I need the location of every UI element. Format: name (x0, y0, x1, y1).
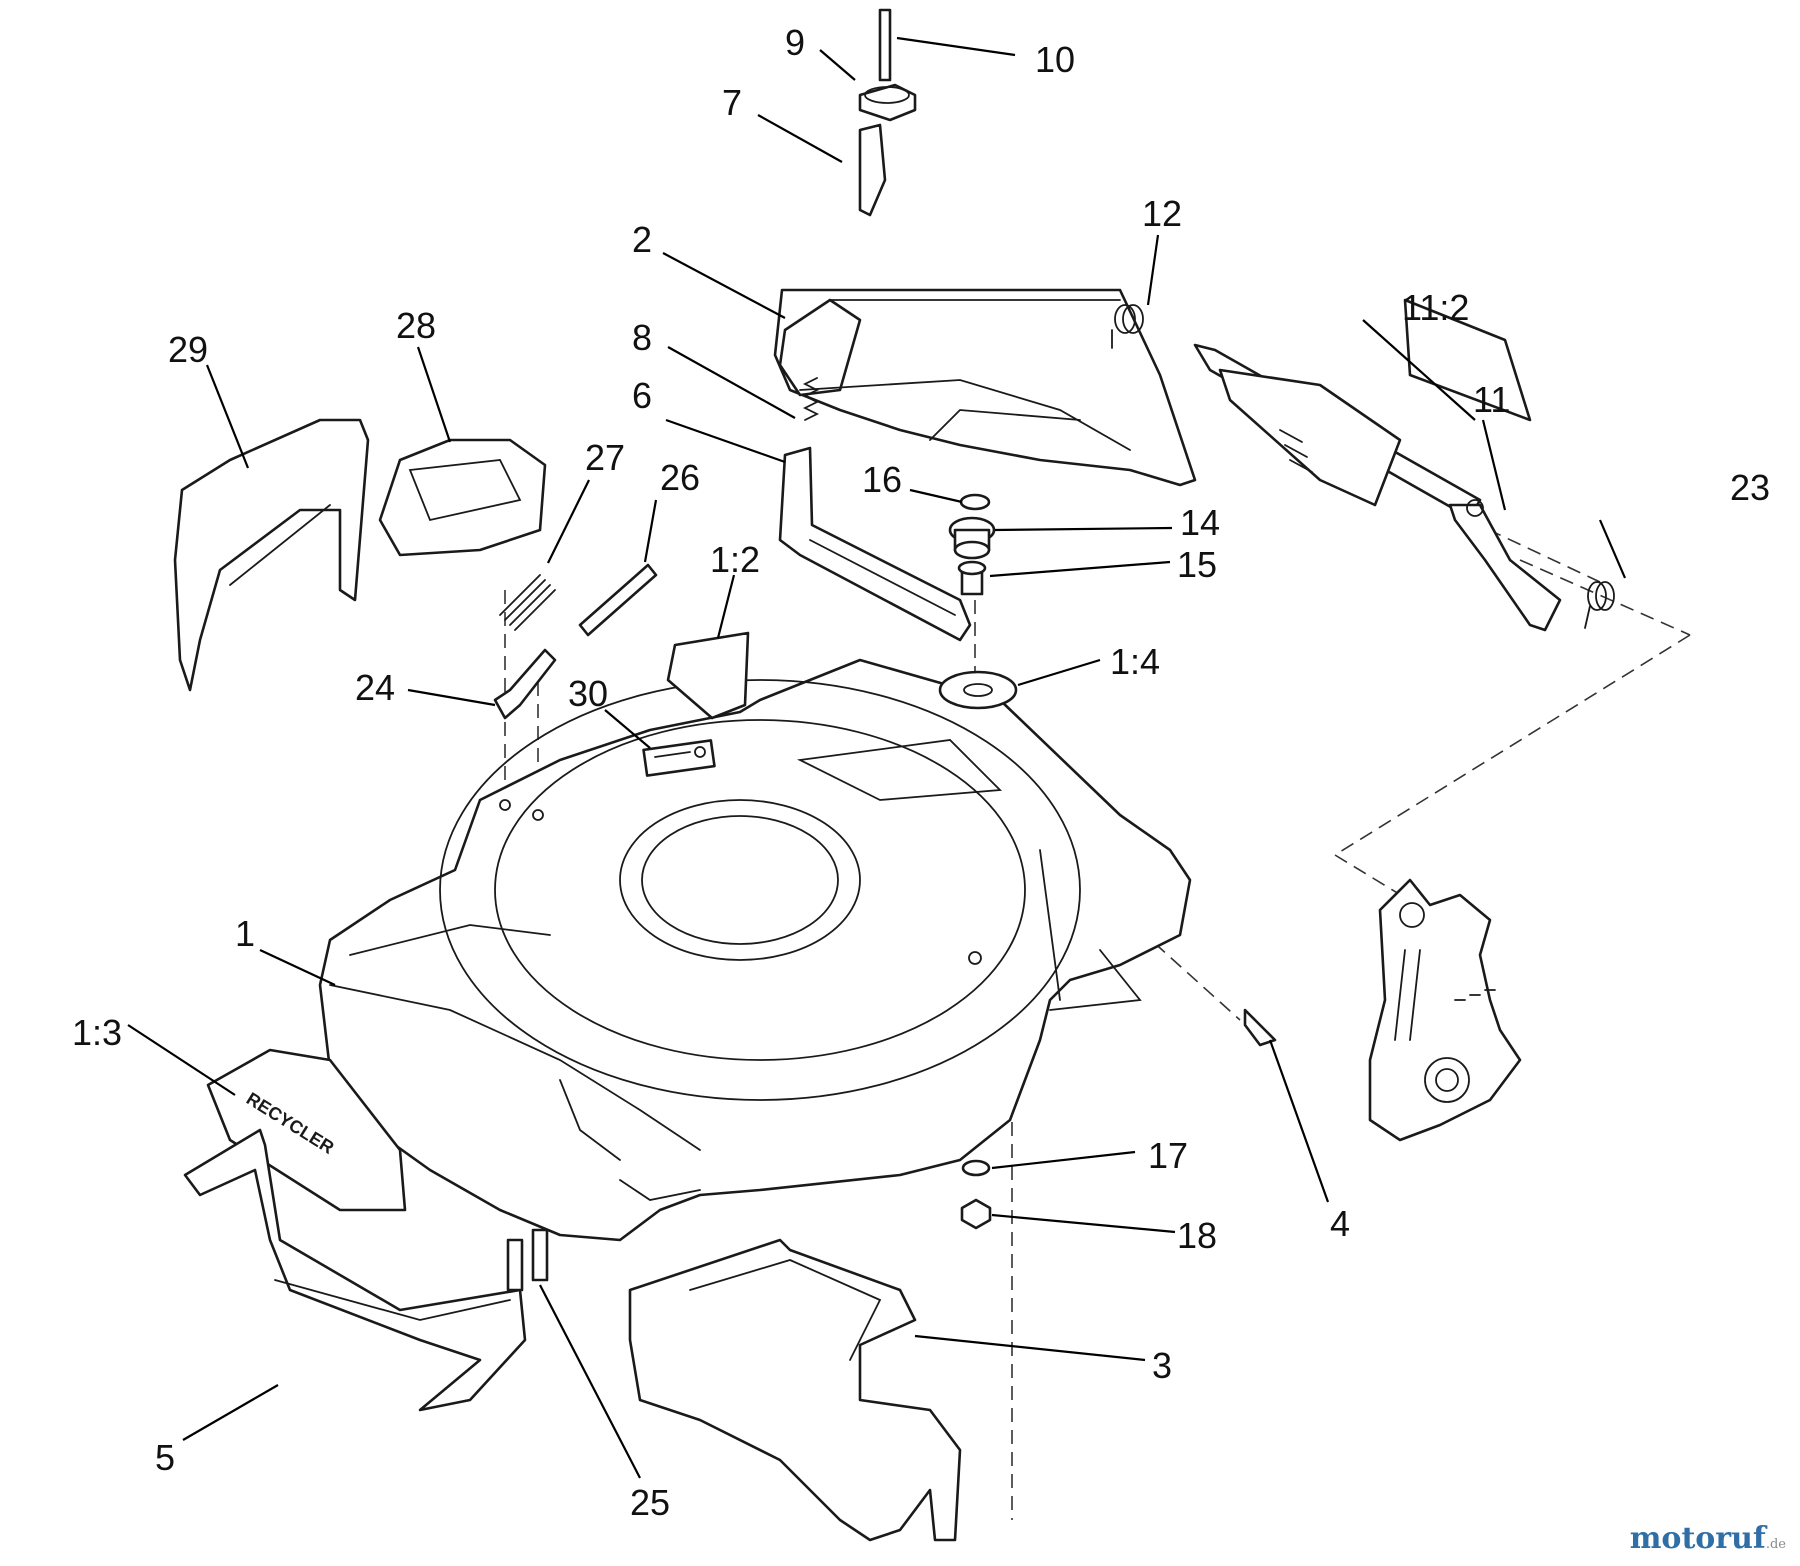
callout-1-4: 1:4 (1110, 641, 1160, 682)
bracket-part-5 (183, 1128, 527, 1412)
callout-26: 26 (660, 457, 700, 498)
callout-29: 29 (168, 329, 208, 370)
callout-5: 5 (155, 1437, 175, 1478)
brand-name: motoruf (1629, 1521, 1766, 1556)
callout-12: 12 (1142, 193, 1182, 234)
rod-part-7 (858, 123, 887, 217)
callout-27: 27 (585, 437, 625, 478)
callout-3: 3 (1152, 1345, 1172, 1386)
spring-part-27 (499, 574, 556, 631)
rod-part-26 (578, 563, 658, 637)
lever-part-6 (778, 446, 972, 642)
brand-watermark: motoruf.de (1630, 1521, 1786, 1556)
callout-14: 14 (1180, 502, 1220, 543)
bushing-part-15 (957, 560, 987, 596)
callout-8: 8 (632, 317, 652, 358)
callout-10: 10 (1035, 39, 1075, 80)
callout-11-2: 11:2 (1402, 287, 1469, 328)
callout-16: 16 (862, 459, 902, 500)
brand-suffix: .de (1765, 1537, 1786, 1552)
washer-part-17 (961, 1159, 991, 1177)
callout-23: 23 (1730, 467, 1770, 508)
callout-6: 6 (632, 375, 652, 416)
bolt-part-4 (1243, 1008, 1277, 1047)
callout-4: 4 (1330, 1203, 1350, 1244)
callouts: 10 9 7 12 2 11:2 28 29 8 11 6 27 23 26 1… (72, 22, 1770, 1523)
knob-part-9 (858, 83, 917, 122)
callout-1-3: 1:3 (72, 1012, 122, 1053)
callout-11: 11 (1473, 379, 1510, 420)
spring-part-23 (1584, 581, 1615, 629)
label-part-30 (642, 739, 716, 777)
callout-28: 28 (396, 305, 436, 346)
callout-1-2: 1:2 (710, 539, 760, 580)
callout-1: 1 (235, 913, 255, 954)
rear-cover-part-2 (773, 288, 1197, 487)
washer-plate-part-1-4 (938, 670, 1018, 710)
bracket-part-24 (493, 648, 557, 720)
leader-lines (127, 36, 1627, 1479)
spring-part-12 (1111, 304, 1144, 349)
screws-part-25 (506, 1228, 549, 1292)
decal-part-1-2 (666, 631, 750, 720)
callout-30: 30 (568, 673, 608, 714)
callout-7: 7 (722, 82, 742, 123)
mulch-plug-part-28 (378, 438, 547, 557)
callout-2: 2 (632, 219, 652, 260)
callout-18: 18 (1177, 1215, 1217, 1256)
pin-part-10 (878, 8, 892, 82)
axle-lever-part-11 (1193, 343, 1562, 632)
callout-9: 9 (785, 22, 805, 63)
height-adjust-plate (1368, 878, 1522, 1142)
chute-part-3 (628, 1238, 962, 1542)
callout-25: 25 (630, 1482, 670, 1523)
spring-part-8 (802, 377, 820, 421)
nut-part-18 (960, 1198, 992, 1230)
side-cover-part-29 (173, 418, 370, 692)
mower-deck-part-1 (318, 658, 1192, 1242)
gear-part-14 (948, 516, 996, 560)
callout-17: 17 (1148, 1135, 1188, 1176)
callout-24: 24 (355, 667, 395, 708)
label-part-11-2 (1403, 298, 1532, 422)
washer-part-16 (959, 493, 991, 511)
callout-15: 15 (1177, 544, 1217, 585)
